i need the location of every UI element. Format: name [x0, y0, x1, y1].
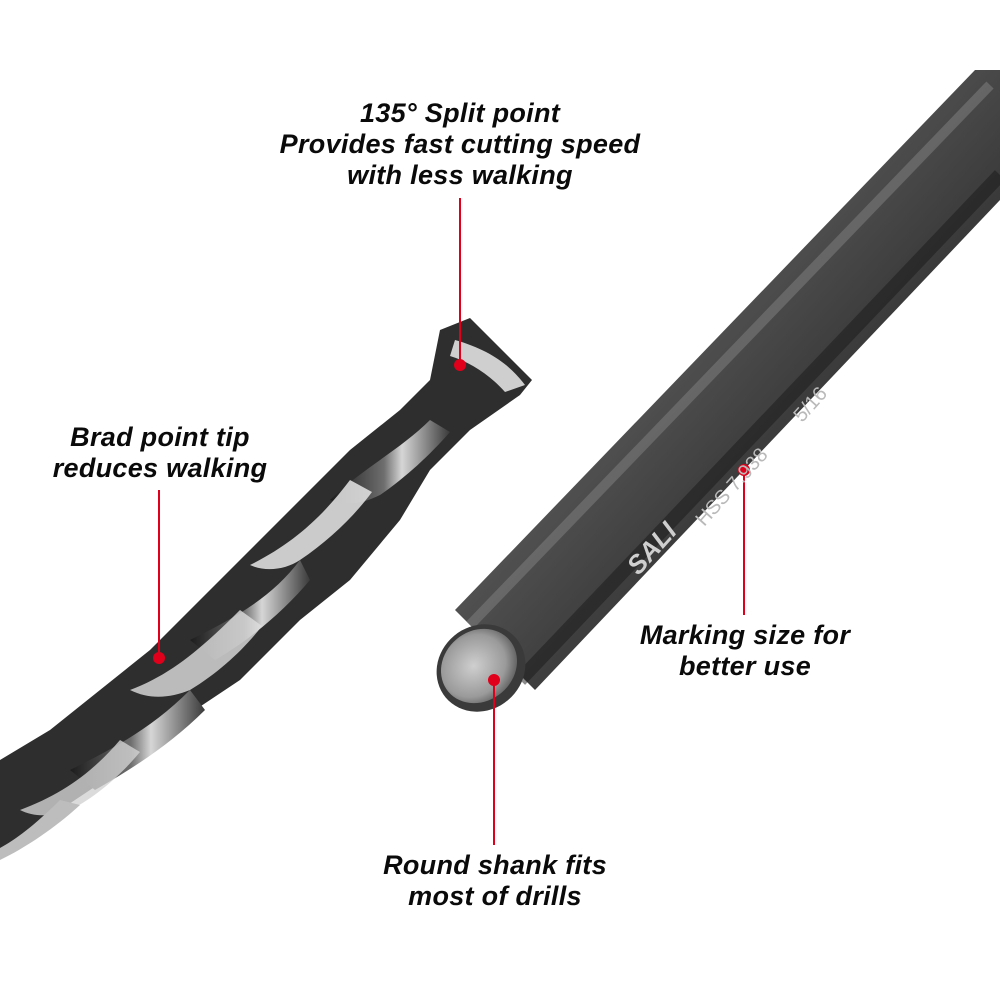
brad-point-dot	[153, 652, 165, 664]
round-shank-dot	[488, 674, 500, 686]
round-shank-callout: Round shank fits most of drills	[340, 850, 650, 912]
split-point-dot	[454, 359, 466, 371]
round-shank-line-1: Round shank fits	[383, 850, 607, 880]
split-point-callout: 135° Split point Provides fast cutting s…	[230, 98, 690, 191]
drill-shank	[436, 70, 1000, 712]
split-point-desc-1: Provides fast cutting speed	[279, 129, 641, 159]
split-point-title: 135° Split point	[359, 98, 561, 128]
brad-point-line-1: Brad point tip	[70, 422, 250, 452]
leader-lines	[153, 198, 750, 845]
marking-size-callout: Marking size for better use	[600, 620, 890, 682]
marking-size-line-2: better use	[678, 651, 812, 681]
round-shank-line-2: most of drills	[408, 881, 582, 911]
marking-size-line-1: Marking size for	[639, 620, 851, 650]
brad-point-callout: Brad point tip reduces walking	[20, 422, 300, 484]
marking-size-dot	[738, 464, 750, 476]
brad-point-line-2: reduces walking	[52, 453, 268, 483]
split-point-desc-2: with less walking	[347, 160, 573, 190]
drill-bit	[0, 318, 532, 860]
